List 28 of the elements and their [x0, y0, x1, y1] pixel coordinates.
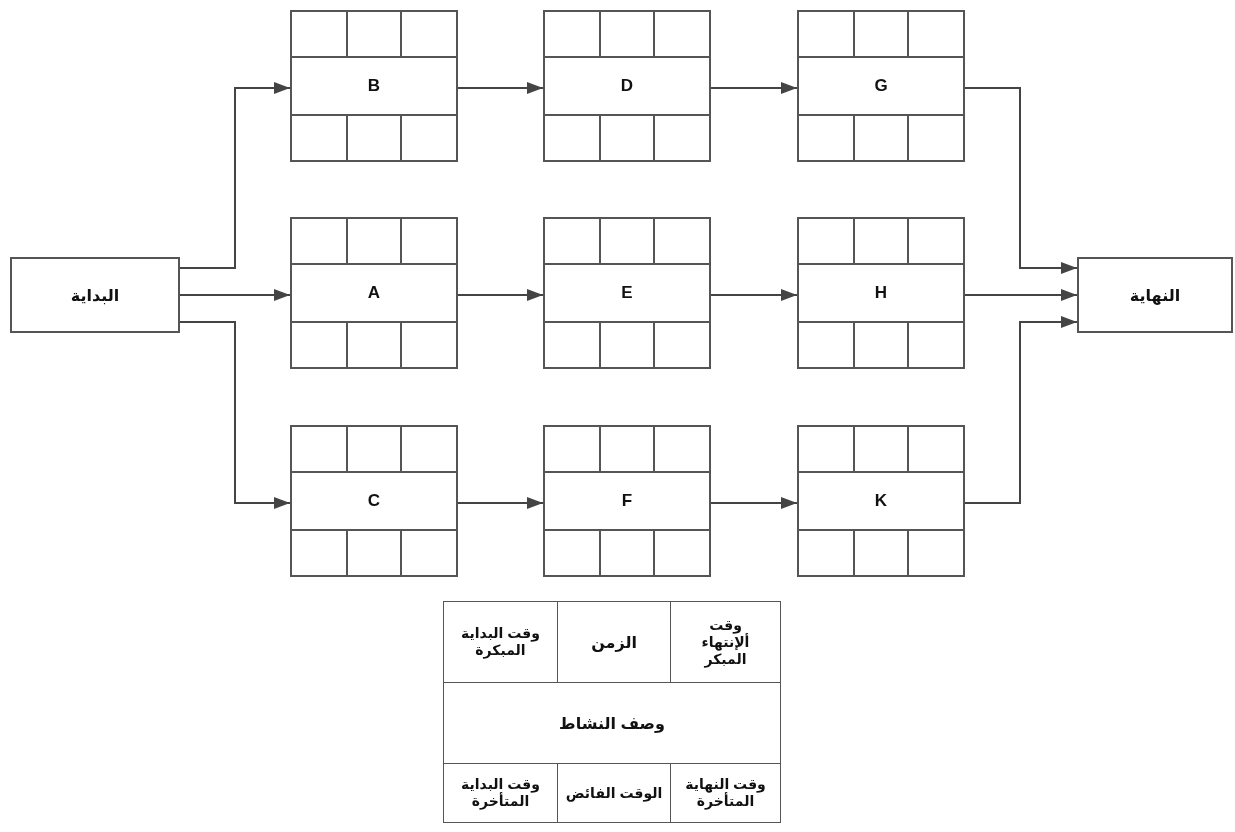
- activity-box: D: [543, 10, 711, 162]
- activity-box: E: [543, 217, 711, 369]
- terminal-box: البداية: [10, 257, 180, 333]
- activity-box: G: [797, 10, 965, 162]
- table-cell: وقت البداية المتأخرة: [443, 763, 558, 823]
- arrow: [710, 289, 798, 301]
- activity-box: A: [290, 217, 458, 369]
- arrow: [964, 316, 1078, 504]
- terminal-box: النهاية: [1077, 257, 1233, 333]
- arrow: [710, 497, 798, 509]
- table-cell: وقت النهاية المتأخرة: [670, 763, 781, 823]
- activity-box: F: [543, 425, 711, 577]
- activity-box: B: [290, 10, 458, 162]
- arrow: [710, 82, 798, 94]
- arrow: [964, 87, 1078, 274]
- table-cell: وقت ألإنتهاء المبكر: [670, 601, 781, 683]
- activity-box: K: [797, 425, 965, 577]
- arrow: [457, 289, 544, 301]
- arrow: [179, 82, 291, 269]
- activity-box: C: [290, 425, 458, 577]
- table-cell: وقت البداية المبكرة: [443, 601, 558, 683]
- arrow: [964, 289, 1078, 301]
- arrow: [457, 82, 544, 94]
- arrow: [457, 497, 544, 509]
- arrow: [179, 289, 291, 301]
- arrow: [179, 321, 291, 509]
- table-cell: وصف النشاط: [443, 682, 781, 764]
- activity-box: H: [797, 217, 965, 369]
